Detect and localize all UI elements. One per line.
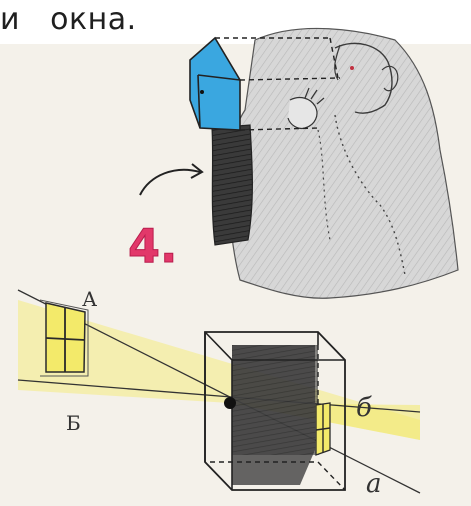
label-b-lower: б (356, 393, 372, 423)
label-a-lower: а (366, 469, 382, 499)
projection-box (204, 331, 346, 491)
dark-cloth (211, 124, 253, 246)
curved-arrow-icon (139, 163, 204, 196)
window-icon (39, 299, 89, 377)
label-a-upper: А (82, 287, 97, 311)
label-b-upper: Б (66, 411, 81, 435)
camera-obscura-box (189, 36, 341, 131)
step-number: 4. (128, 219, 177, 273)
pinhole-dot (224, 397, 236, 409)
projection-diagram: А Б б а (17, 287, 421, 499)
person-under-cloth (227, 27, 459, 299)
caption-text: и окна. (0, 2, 137, 37)
